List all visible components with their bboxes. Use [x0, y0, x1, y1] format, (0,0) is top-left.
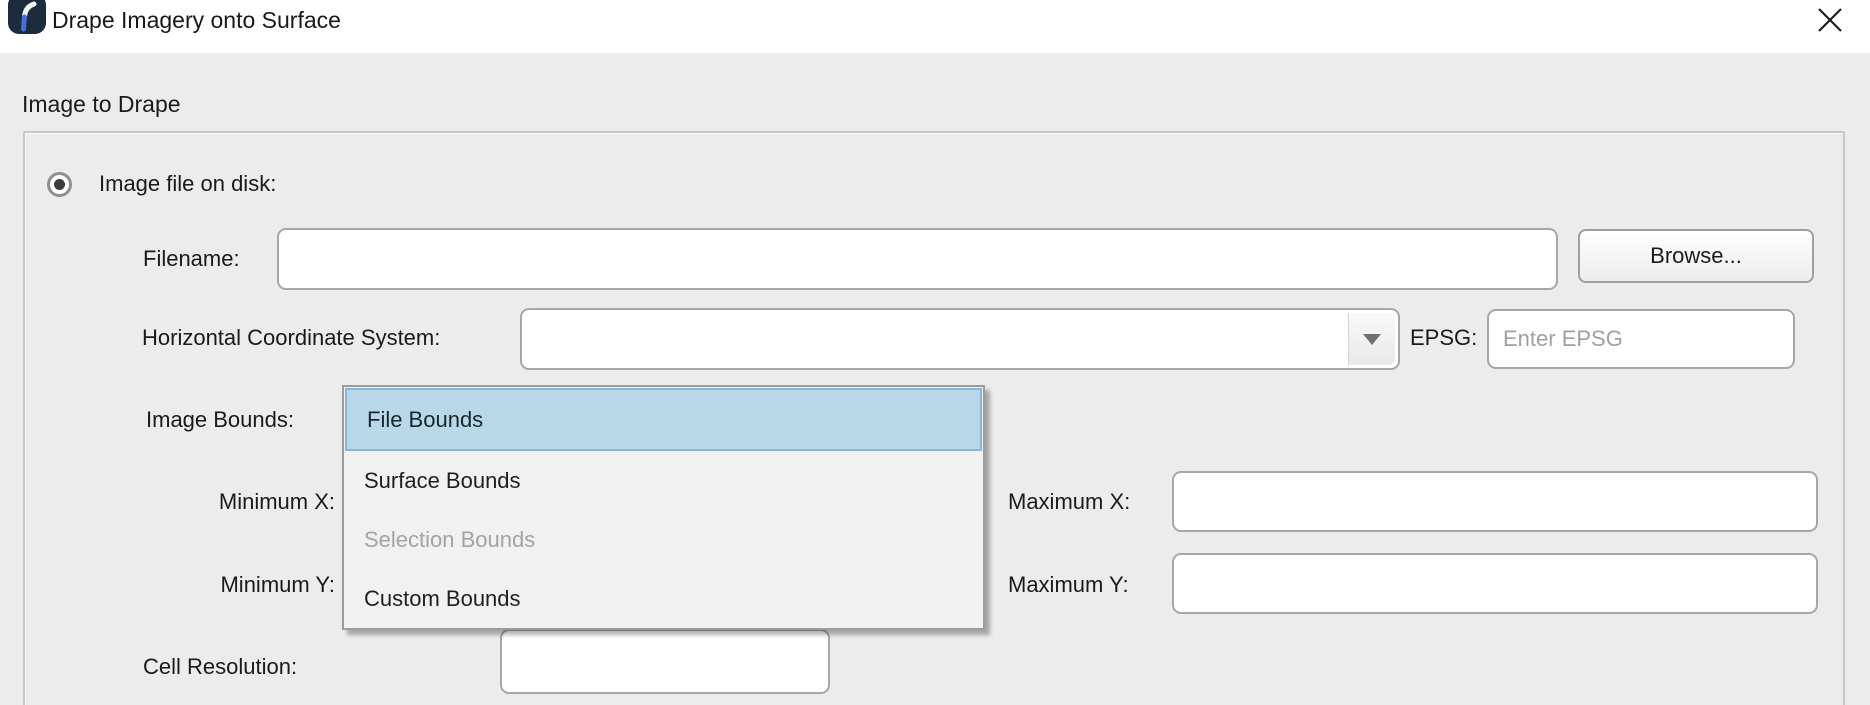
maximum-y-label: Maximum Y:: [1008, 572, 1129, 597]
dropdown-option-surface-bounds[interactable]: Surface Bounds: [364, 467, 521, 493]
minimum-y-label: Minimum Y:: [220, 572, 335, 597]
hcs-combobox-arrow-button[interactable]: [1348, 313, 1395, 365]
radio-button-icon[interactable]: [47, 171, 72, 197]
filename-input[interactable]: [277, 228, 1558, 290]
maximum-y-input[interactable]: [1172, 553, 1818, 614]
cell-resolution-input[interactable]: [500, 629, 830, 694]
image-to-drape-groupbox: [23, 131, 1845, 705]
maximum-x-label: Maximum X:: [1008, 489, 1131, 514]
dropdown-option-file-bounds[interactable]: File Bounds: [345, 388, 982, 451]
dropdown-option-selection-bounds: Selection Bounds: [364, 526, 536, 552]
image-bounds-dropdown-popup: File Bounds Surface Bounds Selection Bou…: [342, 385, 985, 630]
radio-label: Image file on disk:: [99, 171, 277, 196]
groupbox-title: Image to Drape: [22, 91, 181, 117]
epsg-label: EPSG:: [1410, 325, 1478, 350]
app-icon: [8, 0, 46, 34]
hcs-label: Horizontal Coordinate System:: [142, 325, 441, 350]
window-title: Drape Imagery onto Surface: [52, 7, 341, 33]
close-button[interactable]: [1806, 0, 1854, 40]
browse-button[interactable]: Browse...: [1578, 229, 1814, 283]
cell-resolution-label: Cell Resolution:: [143, 654, 298, 679]
radio-selected-dot: [54, 178, 65, 190]
image-bounds-label: Image Bounds:: [146, 407, 294, 432]
minimum-x-label: Minimum X:: [218, 489, 335, 514]
chevron-down-icon: [1363, 333, 1381, 345]
maximum-x-input[interactable]: [1172, 471, 1818, 532]
hcs-combobox[interactable]: [520, 308, 1400, 370]
title-bar: Drape Imagery onto Surface: [0, 0, 1870, 53]
close-icon: [1818, 8, 1842, 32]
filename-label: Filename:: [143, 246, 240, 271]
image-file-on-disk-radio[interactable]: Image file on disk:: [47, 171, 276, 197]
epsg-input[interactable]: [1487, 309, 1795, 369]
dropdown-option-custom-bounds[interactable]: Custom Bounds: [364, 585, 521, 611]
